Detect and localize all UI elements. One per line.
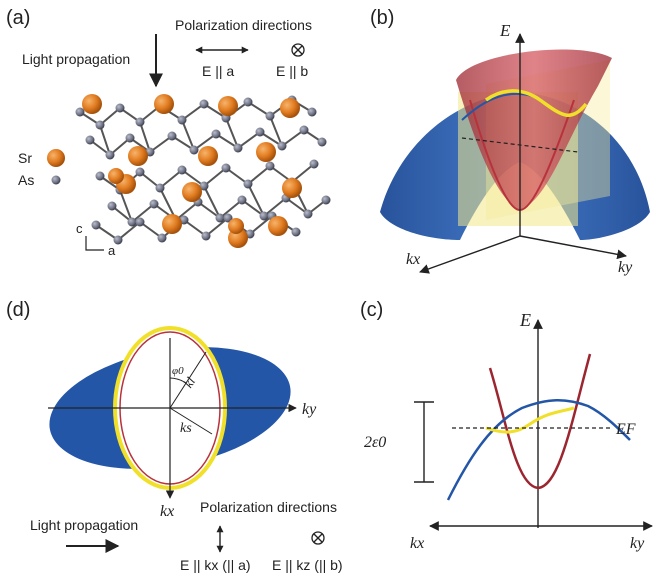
light-propagation-label: Light propagation [22,51,130,67]
pol-cross-circle-icon [291,43,305,57]
d-pol-label-1: E || kx (|| a) [180,557,251,573]
as-legend-icon [51,175,61,185]
axis-a-label: a [108,243,116,258]
sr-atoms [82,94,302,248]
sr-legend-icon [47,149,65,167]
blue-band-surface [380,92,650,240]
panel-a-label: (a) [6,7,30,29]
c-kx-label: kx [410,535,424,552]
c-E-label: E [519,310,531,330]
kl-line [169,351,207,409]
panel-a: (a) Light propagation Polarization direc… [6,7,331,258]
red-cone-surface [456,49,612,210]
sr-label: Sr [18,150,32,166]
b-kx-label: kx [406,251,420,268]
crystal-axes [85,236,104,251]
two-eps-label: 2ε0 [364,434,386,451]
d-light-propagation-label: Light propagation [30,517,138,533]
panel-b-label: (b) [370,7,394,29]
b-ky-label: ky [618,259,633,276]
panel-d-label: (d) [6,299,30,321]
two-eps-bracket [414,401,434,483]
b-E-label: E [499,21,511,40]
pol-label-b: E || b [276,63,308,79]
ks-label: ks [180,421,192,436]
fermi-contour-yellow [484,89,588,117]
d-pol-label-2: E || kz (|| b) [272,557,343,573]
panel-c: (c) 2ε0 E EF kx ky [360,299,653,552]
yellow-overlap-curve [485,406,575,434]
panel-d: (d) φ0 kl ks ky kx Light propagation Pol… [6,299,343,573]
red-band-curve [488,353,592,490]
pol-label-a: E || a [202,63,234,79]
c-ky-label: ky [630,535,645,552]
as-label: As [18,172,34,188]
panel-c-label: (c) [360,299,383,321]
d-ky-label: ky [302,401,317,418]
d-pol-cross-circle-icon [311,531,325,545]
blue-band-curve [446,399,631,501]
phi0-label: φ0 [172,365,184,377]
axis-c-label: c [76,221,83,236]
b-axis-ky [519,235,627,260]
polarization-title: Polarization directions [175,17,312,33]
c-EF-label: EF [615,421,636,438]
panel-b: (b) E kx ky [370,7,650,276]
as-atoms [75,95,331,245]
ks-line [169,407,213,435]
d-polarization-title: Polarization directions [200,499,337,515]
phi0-arc [169,377,187,384]
d-kx-label: kx [160,503,174,520]
b-axis-kx [419,235,521,274]
